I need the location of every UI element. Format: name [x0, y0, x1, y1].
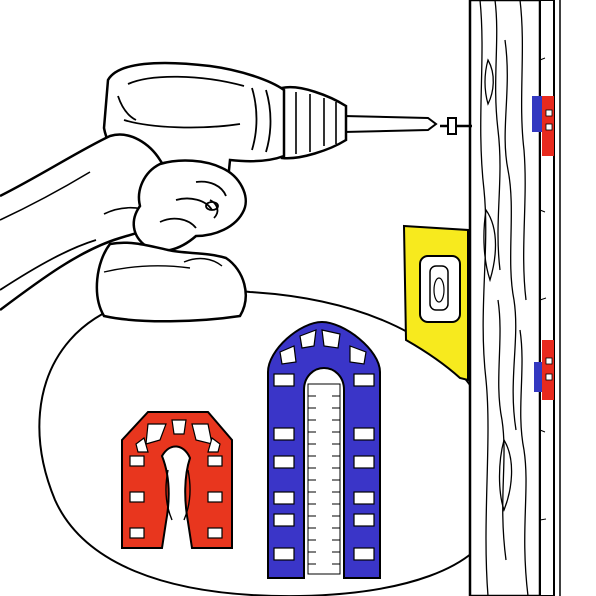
marker-red-bottom: [542, 340, 554, 400]
blue-shim-ticks: [307, 383, 341, 575]
red-shim-holes: [129, 419, 223, 539]
red-shim-body: [121, 411, 233, 549]
screw-icon: [440, 117, 472, 135]
drill-bit-icon: [343, 114, 438, 134]
palm-base: [95, 241, 247, 323]
post-splinters: [539, 57, 547, 521]
drill-icon: [102, 61, 438, 216]
fist: [132, 159, 247, 253]
wood-grain: [479, 0, 529, 596]
blue-shim-body: [267, 320, 381, 579]
drill-chuck: [280, 85, 348, 160]
hand-icon: [0, 133, 247, 323]
blue-shim-holes: [273, 329, 375, 561]
post-edge: [539, 0, 555, 596]
red-shim-icon: [121, 411, 233, 549]
wood-post-icon: [468, 0, 561, 596]
marker-blue-top: [532, 96, 542, 132]
blue-shim-icon: [267, 320, 381, 579]
spirit-level-icon: [402, 224, 469, 382]
marker-blue-bottom: [534, 362, 542, 392]
shim-marker-icon: [532, 96, 554, 400]
